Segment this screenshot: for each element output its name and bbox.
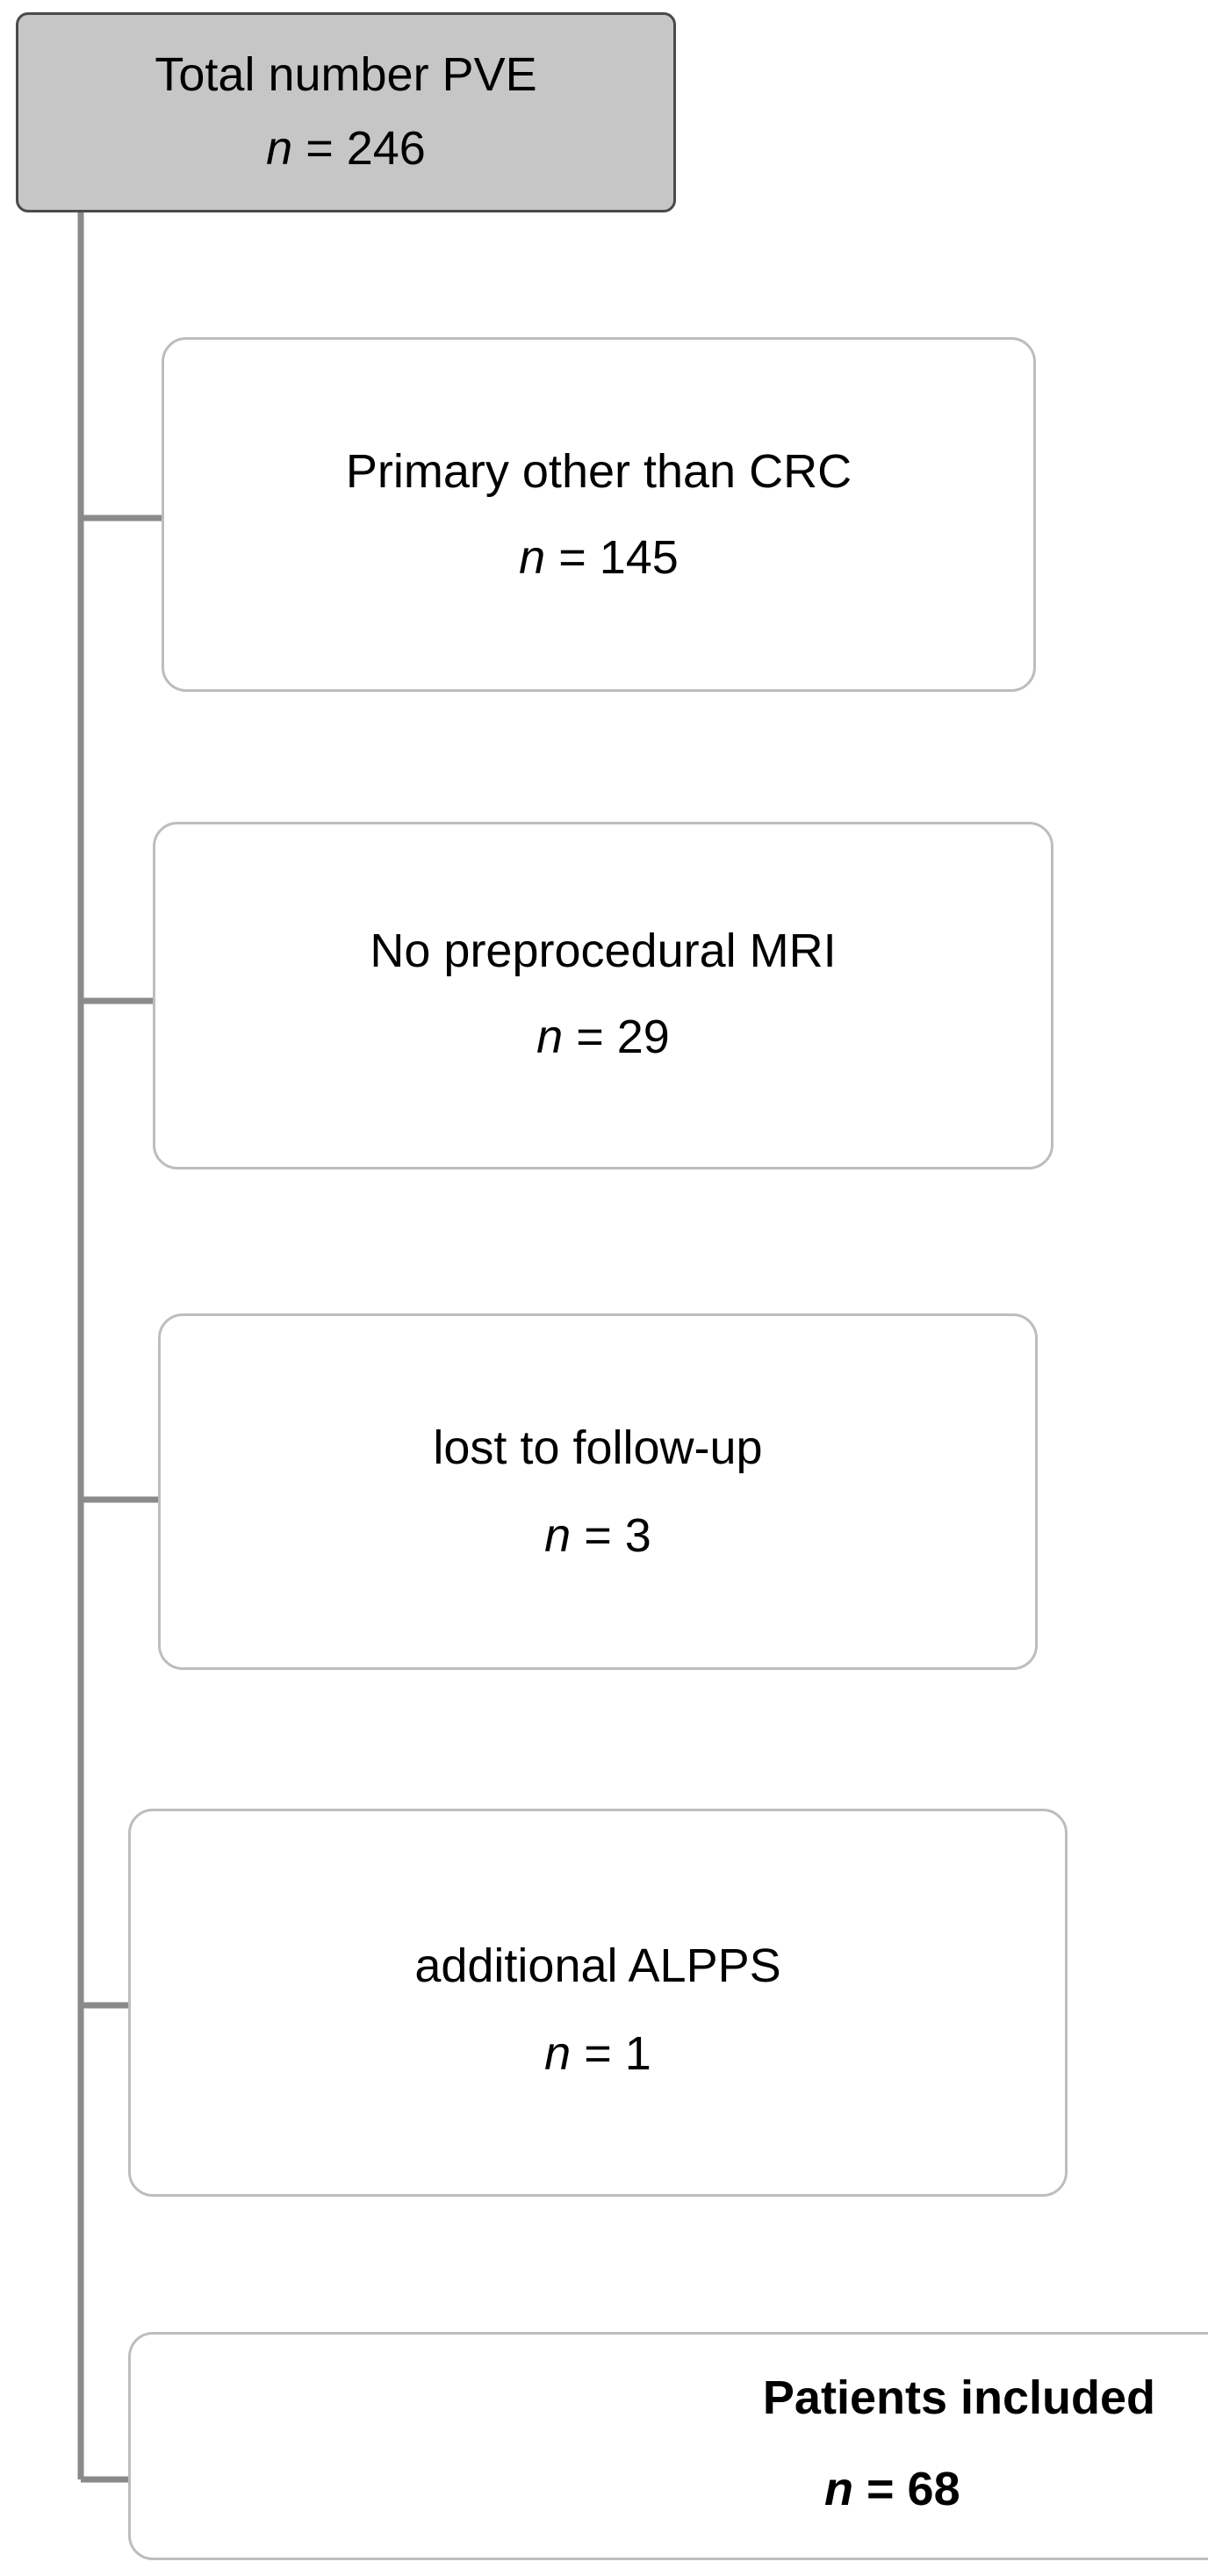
total-pve-label: Total number PVE — [155, 48, 537, 101]
exclusion-label: No preprocedural MRI — [370, 925, 837, 977]
exclusion-value: = 29 — [576, 1011, 670, 1063]
exclusion-value: = 3 — [584, 1509, 651, 1562]
exclusion-label: Primary other than CRC — [345, 445, 852, 498]
patients-included-n: n — [824, 2463, 853, 2515]
exclusion-box-primary-other: Primary other than CRC n = 145 — [162, 337, 1036, 692]
total-pve-n: n — [266, 122, 293, 175]
exclusion-n: n — [544, 1509, 572, 1562]
exclusion-count: n = 145 — [164, 529, 1033, 586]
exclusion-count: n = 1 — [131, 2026, 1065, 2082]
exclusion-label: lost to follow-up — [433, 1421, 763, 1474]
exclusion-box-additional-alpps: additional ALPPS n = 1 — [128, 1809, 1068, 2197]
total-pve-box: Total number PVE n = 246 — [16, 12, 676, 212]
patients-included-box: Patients included n = 68 — [128, 2332, 1208, 2560]
patients-included-label: Patients included — [762, 2371, 1155, 2424]
exclusion-n: n — [544, 2027, 572, 2080]
total-pve-value: = 246 — [306, 122, 426, 175]
exclusion-n: n — [519, 531, 546, 584]
exclusion-count: n = 29 — [155, 1009, 1051, 1065]
exclusion-value: = 145 — [558, 531, 679, 584]
exclusion-label: additional ALPPS — [414, 1939, 781, 1992]
exclusion-value: = 1 — [584, 2027, 651, 2080]
exclusion-box-lost-follow-up: lost to follow-up n = 3 — [158, 1313, 1038, 1670]
patients-included-value: = 68 — [866, 2463, 960, 2515]
exclusion-n: n — [536, 1011, 564, 1063]
exclusion-box-no-mri: No preprocedural MRI n = 29 — [153, 822, 1053, 1169]
total-pve-count: n = 246 — [18, 120, 673, 176]
patients-included-count: n = 68 — [824, 2461, 960, 2517]
exclusion-count: n = 3 — [161, 1507, 1035, 1564]
